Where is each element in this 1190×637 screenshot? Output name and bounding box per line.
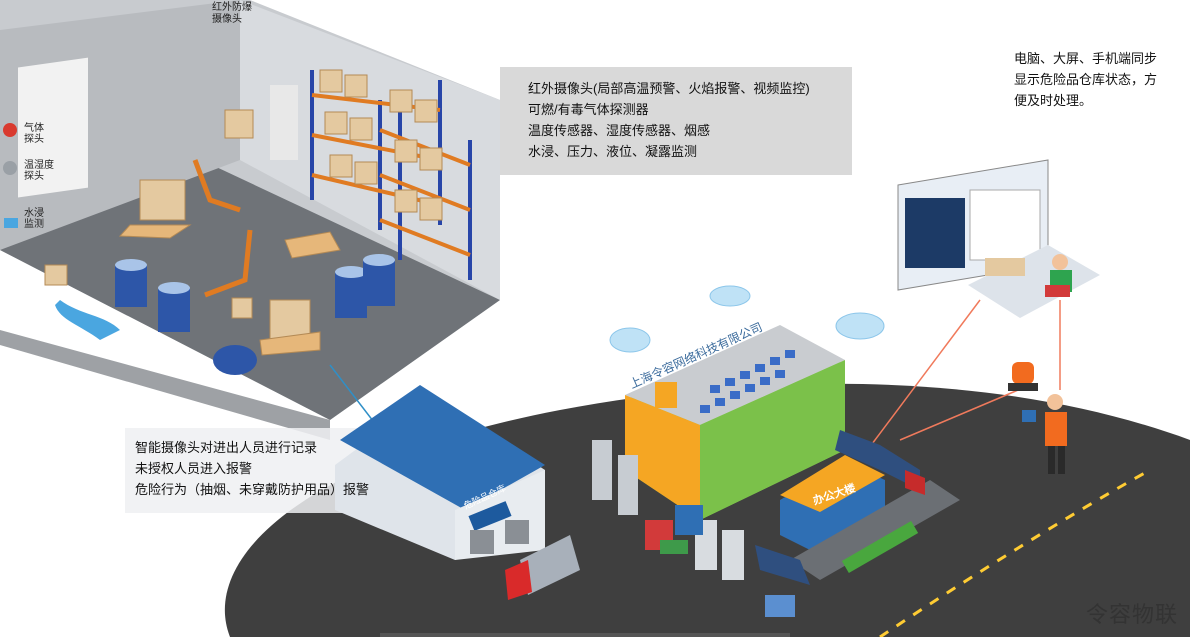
label-line: 监测: [24, 219, 44, 230]
containers: [645, 505, 703, 554]
label-line: 摄像头: [212, 14, 242, 25]
humidity-probe-icon: [3, 161, 17, 175]
callout-line: 水浸、压力、液位、凝露监测: [528, 144, 698, 159]
label-line: 探头: [24, 134, 44, 145]
infrared-camera-label: 红外防爆 摄像头: [212, 2, 252, 26]
label-line: 气体: [24, 123, 44, 134]
label-line: 红外防爆: [212, 2, 252, 13]
warehouse-goods: [44, 109, 395, 375]
label-line: 水浸: [24, 208, 44, 219]
alarm-light: [1008, 362, 1038, 391]
gas-probe-icon: [3, 123, 17, 137]
storage-tanks: [592, 440, 744, 580]
wall-sensors: [3, 123, 18, 228]
camera-callout: 智能摄像头对进出人员进行记录 未授权人员进入报警 危险行为（抽烟、未穿戴防护用品…: [135, 437, 369, 500]
callout-line: 未授权人员进入报警: [135, 461, 253, 476]
warehouse-interior: [0, 0, 500, 440]
gas-probe-label: 气体 探头: [24, 123, 44, 145]
callout-line: 红外摄像头(局部高温预警、火焰报警、视频监控): [528, 81, 810, 96]
delivery-truck: [505, 535, 580, 600]
water-sensor-icon: [4, 218, 18, 228]
sync-callout: 电脑、大屏、手机端同步 显示危险品仓库状态，方 便及时处理。: [1014, 48, 1157, 111]
water-monitor-label: 水浸 监测: [24, 208, 44, 230]
worker-with-tablet: [1022, 394, 1067, 474]
guard-booth: [765, 595, 795, 617]
label-line: 探头: [24, 171, 44, 182]
chemical-barrels: [115, 254, 395, 375]
clouds: [609, 285, 885, 353]
callout-line: 可燃/有毒气体探测器: [528, 102, 649, 117]
hazmat-warehouse-building: [335, 385, 545, 560]
factory-building: [592, 325, 845, 580]
callout-line: 电脑、大屏、手机端同步: [1014, 51, 1158, 66]
office-building: [780, 455, 960, 580]
sensor-callout-box: [500, 67, 852, 175]
callout-line: 智能摄像头对进出人员进行记录: [135, 440, 318, 455]
humidity-probe-label: 温湿度 探头: [24, 160, 54, 182]
brand-watermark: 令容物联: [1085, 602, 1178, 627]
callout-line: 危险行为（抽烟、未穿戴防护用品）报警: [135, 482, 370, 497]
storage-racks: [310, 69, 472, 280]
callout-line: 显示危险品仓库状态，方: [1014, 72, 1158, 87]
monitoring-station: [897, 159, 1100, 318]
callout-line: 便及时处理。: [1014, 93, 1093, 108]
sensor-callout: 红外摄像头(局部高温预警、火焰报警、视频监控) 可燃/有毒气体探测器 温度传感器…: [528, 78, 810, 162]
road-trucks: [755, 430, 925, 585]
label-line: 温湿度: [24, 160, 54, 171]
callout-line: 温度传感器、湿度传感器、烟感: [528, 123, 711, 138]
